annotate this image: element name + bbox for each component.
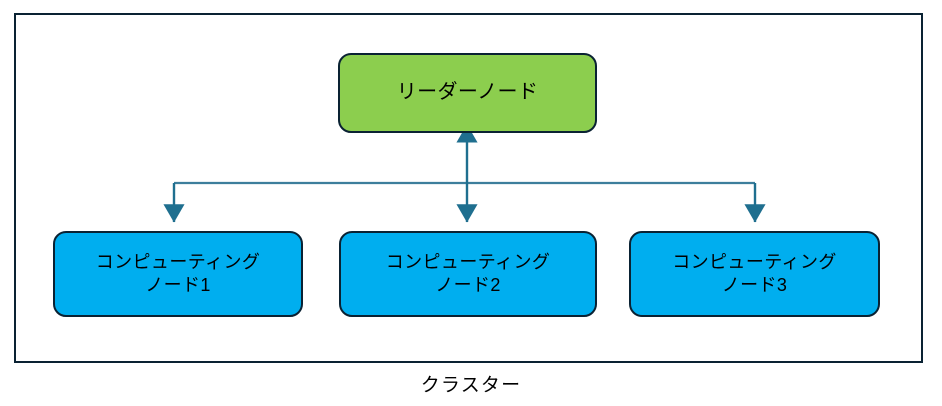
compute-node-3[interactable]: コンピューティング ノード3: [629, 231, 880, 317]
diagram-caption: クラスター: [420, 375, 522, 396]
compute-node-2[interactable]: コンピューティング ノード2: [339, 231, 597, 317]
leader-node[interactable]: リーダーノード: [338, 53, 597, 133]
compute-node-1[interactable]: コンピューティング ノード1: [53, 231, 303, 317]
